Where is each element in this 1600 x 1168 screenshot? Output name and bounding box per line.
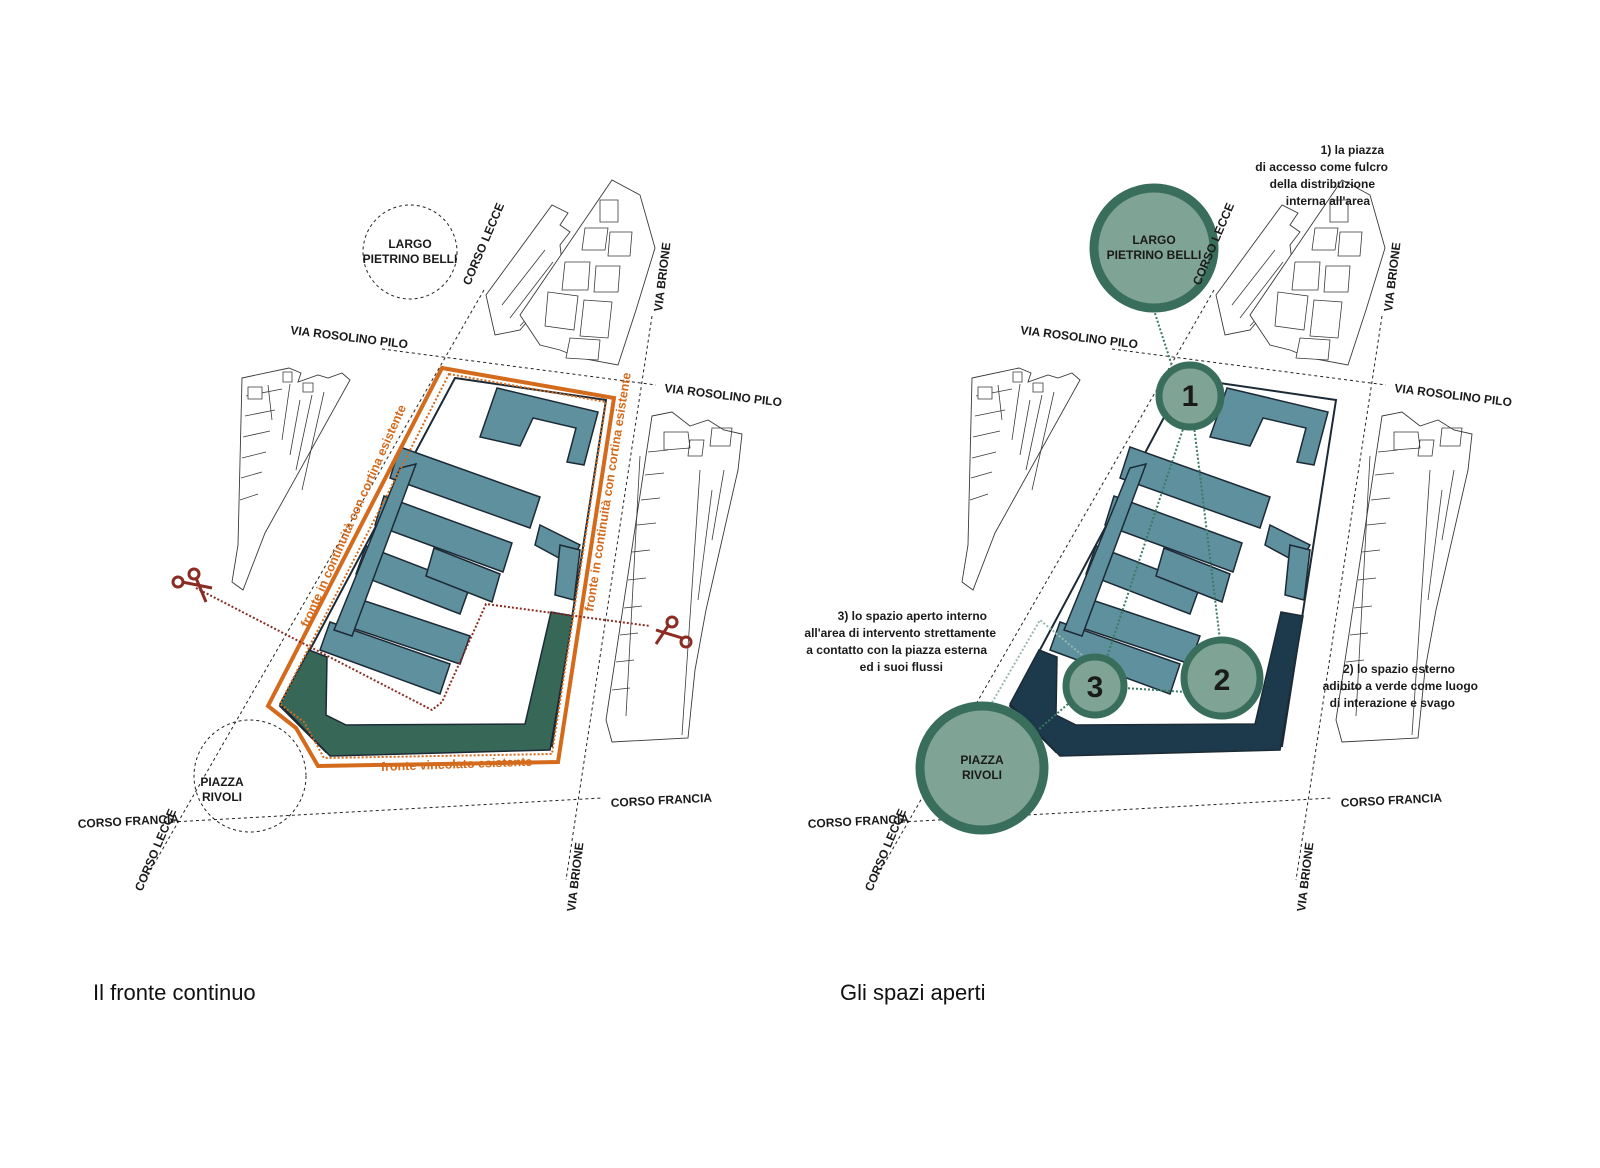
street-label-via-rosolino-pilo: VIA ROSOLINO PILO [290,323,409,351]
svg-text:2) lo spazio esterno: 2) lo spazio esterno [1343,662,1455,676]
orange-front-outline [265,365,617,769]
context-block-north [485,179,656,366]
note-space-1: 1) la piazza di accesso come fulcro dell… [1255,143,1388,208]
svg-text:all'area di intervento stretta: all'area di intervento strettamente [804,626,996,640]
context-block-west [961,367,1081,591]
largo-circle [362,204,458,300]
scissors-icon [171,567,213,603]
via-rosolino-pilo-axis [1111,348,1387,386]
street-label-via-rosolino-pilo: VIA ROSOLINO PILO [1394,381,1513,409]
piazza-circle [915,701,1049,835]
street-label-via-rosolino-pilo: VIA ROSOLINO PILO [1020,323,1139,351]
space-number: 1 [1182,380,1199,413]
space-number: 2 [1214,664,1231,697]
street-label-corso-lecce: CORSO LECCE [460,201,507,287]
street-label-corso-francia: CORSO FRANCIA [77,812,179,831]
space-circle-3 [1062,653,1128,719]
place-label-largo: PIETRINO BELLI [363,252,458,266]
street-label-via-brione: VIA BRIONE [1381,242,1403,313]
place-label-largo: LARGO [388,237,431,251]
building-blocks [1049,387,1329,695]
flow-connectors [989,297,1221,731]
note-space-2: 2) lo spazio esterno adibito a verde com… [1323,662,1478,710]
corso-lecce-axis [145,289,485,879]
svg-text:1) la piazza: 1) la piazza [1321,143,1385,157]
caption-right: Gli spazi aperti [840,980,986,1005]
street-label-via-brione: VIA BRIONE [1294,842,1316,913]
caption-left: Il fronte continuo [93,980,256,1005]
street-label-via-brione: VIA BRIONE [564,842,586,913]
left-panel: CORSO LECCE CORSO LECCE VIA BRIONE VIA B… [77,179,783,913]
svg-text:di accesso come fulcro: di accesso come fulcro [1255,160,1388,174]
right-panel: 1 2 3 LARGO PIETRINO BELLI PIAZZA RIVOLI… [804,143,1512,912]
place-label-piazza: RIVOLI [202,790,242,804]
context-block-east [605,411,743,743]
svg-text:a contatto con la piazza ester: a contatto con la piazza esterna [806,643,987,657]
largo-circle [1089,183,1219,313]
svg-text:ed i suoi flussi: ed i suoi flussi [860,660,943,674]
scissors-icon [654,615,693,649]
existing-front-dark [1009,611,1304,757]
place-label-largo: LARGO [1132,233,1175,247]
svg-text:della distribuzione: della distribuzione [1270,177,1376,191]
space-circle-1 [1155,361,1225,431]
space-number: 3 [1087,671,1104,704]
svg-text:interna all'area: interna all'area [1286,194,1371,208]
space-circle-2 [1180,636,1264,720]
building-blocks [319,387,599,695]
street-label-via-rosolino-pilo: VIA ROSOLINO PILO [664,381,783,409]
street-label-corso-francia: CORSO FRANCIA [610,791,712,810]
street-label-via-brione: VIA BRIONE [651,242,673,313]
place-label-largo: PIETRINO BELLI [1107,248,1202,262]
piazza-circle [193,719,307,833]
cut-line [195,587,651,712]
via-brione-axis [1295,315,1383,881]
place-label-piazza: PIAZZA [960,753,1004,767]
svg-text:di interazione e svago: di interazione e svago [1330,696,1455,710]
svg-text:3) lo spazio aperto interno: 3) lo spazio aperto interno [838,609,987,623]
place-label-piazza: RIVOLI [962,768,1002,782]
front-label-south: fronte vincolato esistente [381,755,533,774]
via-rosolino-pilo-axis [381,348,657,386]
street-label-corso-francia: CORSO FRANCIA [1340,791,1442,810]
street-label-corso-francia: CORSO FRANCIA [807,812,909,831]
svg-text:adibito a verde come luogo: adibito a verde come luogo [1323,679,1478,693]
note-space-3: 3) lo spazio aperto interno all'area di … [804,609,996,674]
via-brione-axis [565,315,653,881]
place-label-piazza: PIAZZA [200,775,244,789]
